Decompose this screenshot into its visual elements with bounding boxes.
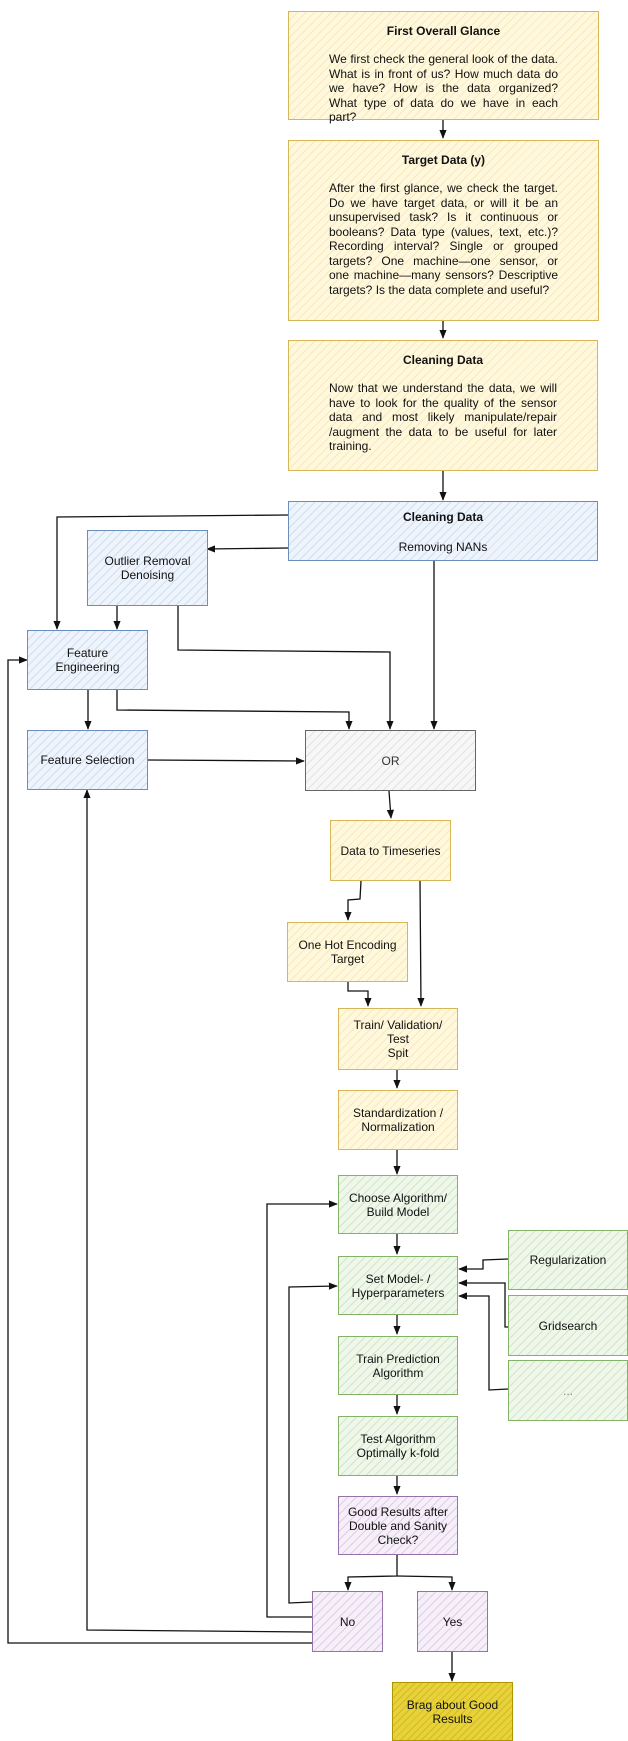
edge-good-to-no <box>344 1555 398 1591</box>
edge-no-to-set <box>288 1282 338 1604</box>
edge-regularization-to-set <box>458 1258 509 1273</box>
one-hot-target-label: Target <box>330 952 365 966</box>
set-hyperparameters-box: Set Model- / Hyperparameters <box>338 1256 458 1315</box>
or-box: OR <box>305 730 476 791</box>
edge-cleaning-to-outlier <box>206 545 289 553</box>
edge-timeseries-to-onehot <box>344 880 362 921</box>
edge-no-to-feature-selection <box>83 789 313 1633</box>
cleaning-data-box: Cleaning Data Removing NANs <box>288 501 598 561</box>
good-results-check-box: Good Results after Double and Sanity Che… <box>338 1496 458 1555</box>
good-results-line3: Check? <box>377 1532 419 1547</box>
denoising-label: Denoising <box>120 568 175 582</box>
gridsearch-label: Gridsearch <box>538 1318 598 1333</box>
train-validation-test-split-box: Train/ Validation/ Test Spit <box>338 1008 458 1070</box>
cleaning-data-title: Cleaning Data <box>402 510 483 524</box>
brag-line1: Brag about Good <box>406 1697 499 1712</box>
k-fold-label: Optimally k-fold <box>356 1446 440 1460</box>
edge-feature-engineering-to-or <box>116 690 353 730</box>
target-data-title: Target Data (y) <box>401 153 486 167</box>
normalization-label: Normalization <box>361 1120 435 1134</box>
edge-feature-selection-to-or <box>147 757 305 765</box>
cleaning-data-description-text: Now that we understand the data, we will… <box>329 381 557 453</box>
target-data-text: After the first glance, we check the tar… <box>329 181 558 297</box>
yes-label: Yes <box>442 1614 463 1629</box>
target-data-box: Target Data (y) After the first glance, … <box>288 140 599 321</box>
no-label: No <box>339 1614 356 1629</box>
test-algorithm-box: Test Algorithm Optimally k-fold <box>338 1416 458 1476</box>
edge-outlier-to-or <box>177 606 394 730</box>
gridsearch-box: Gridsearch <box>508 1295 628 1356</box>
edge-ellipsis-to-set <box>458 1292 509 1391</box>
regularization-label: Regularization <box>529 1253 607 1267</box>
no-box: No <box>312 1591 383 1652</box>
regularization-box: Regularization <box>508 1230 628 1290</box>
split-label-line1: Train/ Validation/ Test <box>353 1018 443 1046</box>
edge-gridsearch-to-set <box>458 1279 508 1328</box>
ellipsis-label: ... <box>562 1383 573 1398</box>
outlier-removal-label: Outlier Removal <box>104 554 191 568</box>
feature-selection-box: Feature Selection <box>27 730 148 790</box>
test-algorithm-label: Test Algorithm <box>360 1432 436 1446</box>
or-label: OR <box>381 753 400 768</box>
removing-nans-label: Removing NANs <box>398 540 488 554</box>
one-hot-encoding-box: One Hot Encoding Target <box>287 922 408 982</box>
choose-algorithm-label: Choose Algorithm/ <box>348 1190 448 1205</box>
first-overall-glance-title: First Overall Glance <box>386 24 501 38</box>
cleaning-data-description-title: Cleaning Data <box>402 353 483 367</box>
feature-engineering-label: Feature Engineering <box>55 646 120 674</box>
set-model-label: Set Model- / <box>365 1271 431 1286</box>
edge-no-to-choose <box>266 1200 338 1618</box>
feature-selection-label: Feature Selection <box>40 753 135 767</box>
train-prediction-label: Train Prediction <box>356 1351 440 1366</box>
edge-timeseries-to-split <box>417 880 425 1007</box>
algorithm-label: Algorithm <box>372 1365 424 1380</box>
cleaning-data-description-box: Cleaning Data Now that we understand the… <box>288 340 598 471</box>
edge-no-to-feature-engineering <box>7 656 312 1644</box>
feature-engineering-box: Feature Engineering <box>27 630 148 690</box>
edge-onehot-to-split <box>347 982 372 1007</box>
edge-or-to-timeseries <box>386 790 395 819</box>
good-results-line1: Good Results after <box>347 1504 449 1519</box>
train-prediction-algorithm-box: Train Prediction Algorithm <box>338 1336 458 1395</box>
data-to-timeseries-label: Data to Timeseries <box>340 843 441 858</box>
hyperparameters-label: Hyperparameters <box>351 1285 445 1300</box>
standardization-box: Standardization / Normalization <box>338 1090 458 1150</box>
ellipsis-box: ... <box>508 1360 628 1421</box>
first-overall-glance-text: We first check the general look of the d… <box>329 52 558 124</box>
good-results-line2: Double and Sanity <box>348 1518 448 1533</box>
split-label-line2: Spit <box>387 1046 409 1060</box>
first-overall-glance-box: First Overall Glance We first check the … <box>288 11 599 124</box>
edge-good-to-yes <box>396 1575 456 1591</box>
standardization-label: Standardization / <box>352 1106 444 1120</box>
brag-about-good-results-box: Brag about Good Results <box>392 1682 513 1741</box>
edge-cleaning-to-feature-engineering <box>53 514 289 630</box>
yes-box: Yes <box>417 1591 488 1652</box>
brag-line2: Results <box>432 1711 473 1726</box>
data-to-timeseries-box: Data to Timeseries <box>330 820 451 881</box>
choose-algorithm-box: Choose Algorithm/ Build Model <box>338 1175 458 1234</box>
build-model-label: Build Model <box>366 1204 430 1219</box>
outlier-removal-box: Outlier Removal Denoising <box>87 530 208 606</box>
one-hot-encoding-label: One Hot Encoding <box>298 938 397 952</box>
